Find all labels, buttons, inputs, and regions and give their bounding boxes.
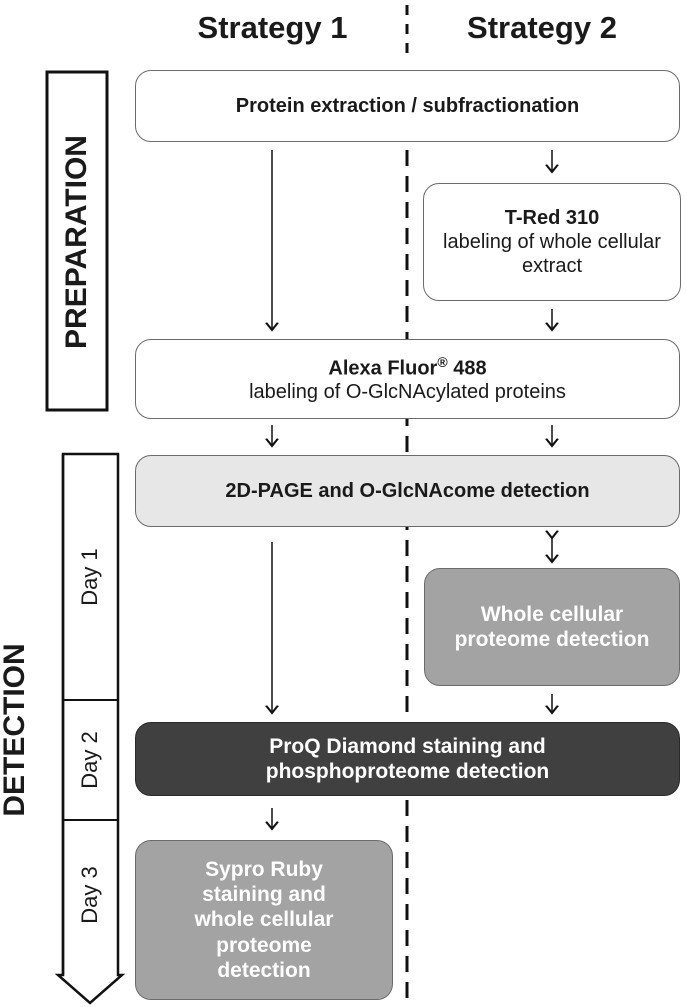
day-1-label: Day 1: [77, 548, 102, 606]
preparation-bar: [45, 70, 109, 412]
tred-title: T-Red 310: [504, 207, 600, 229]
whole-proteome-box: Whole cellular proteome detection: [424, 568, 680, 686]
tred-box: T-Red 310 labeling of whole cellular ext…: [423, 183, 681, 301]
sypro-box: Sypro Ruby staining and whole cellular p…: [135, 840, 393, 1000]
detection-label: DETECTION: [0, 643, 31, 817]
extraction-box: Protein extraction / subfractionation: [135, 70, 680, 142]
strategy-2-header: Strategy 2: [467, 10, 617, 45]
alexa-box: Alexa Fluor® 488 labeling of O-GlcNAcyla…: [135, 339, 680, 419]
extraction-text: Protein extraction / subfractionation: [235, 95, 580, 117]
2dpage-text: 2D-PAGE and O-GlcNAcome detection: [225, 480, 590, 502]
day-2-label: Day 2: [77, 731, 102, 789]
2dpage-box: 2D-PAGE and O-GlcNAcome detection: [135, 455, 680, 527]
alexa-title: Alexa Fluor® 488: [328, 354, 486, 381]
preparation-label: PREPARATION: [60, 135, 93, 349]
whole-proteome-text: Whole cellular proteome detection: [454, 602, 650, 651]
day-3-label: Day 3: [77, 866, 102, 924]
alexa-number: 488: [453, 357, 487, 380]
sypro-text: Sypro Ruby staining and whole cellular p…: [194, 858, 334, 982]
alexa-name: Alexa Fluor: [328, 357, 438, 380]
proq-text: ProQ Diamond staining and phosphoproteom…: [265, 734, 550, 783]
strategy-1-header: Strategy 1: [197, 10, 348, 45]
proq-box: ProQ Diamond staining and phosphoproteom…: [135, 722, 680, 796]
tred-description: labeling of whole cellular extract: [443, 231, 661, 277]
alexa-description: labeling of O-GlcNAcylated proteins: [249, 381, 566, 404]
registered-mark: ®: [437, 353, 448, 370]
